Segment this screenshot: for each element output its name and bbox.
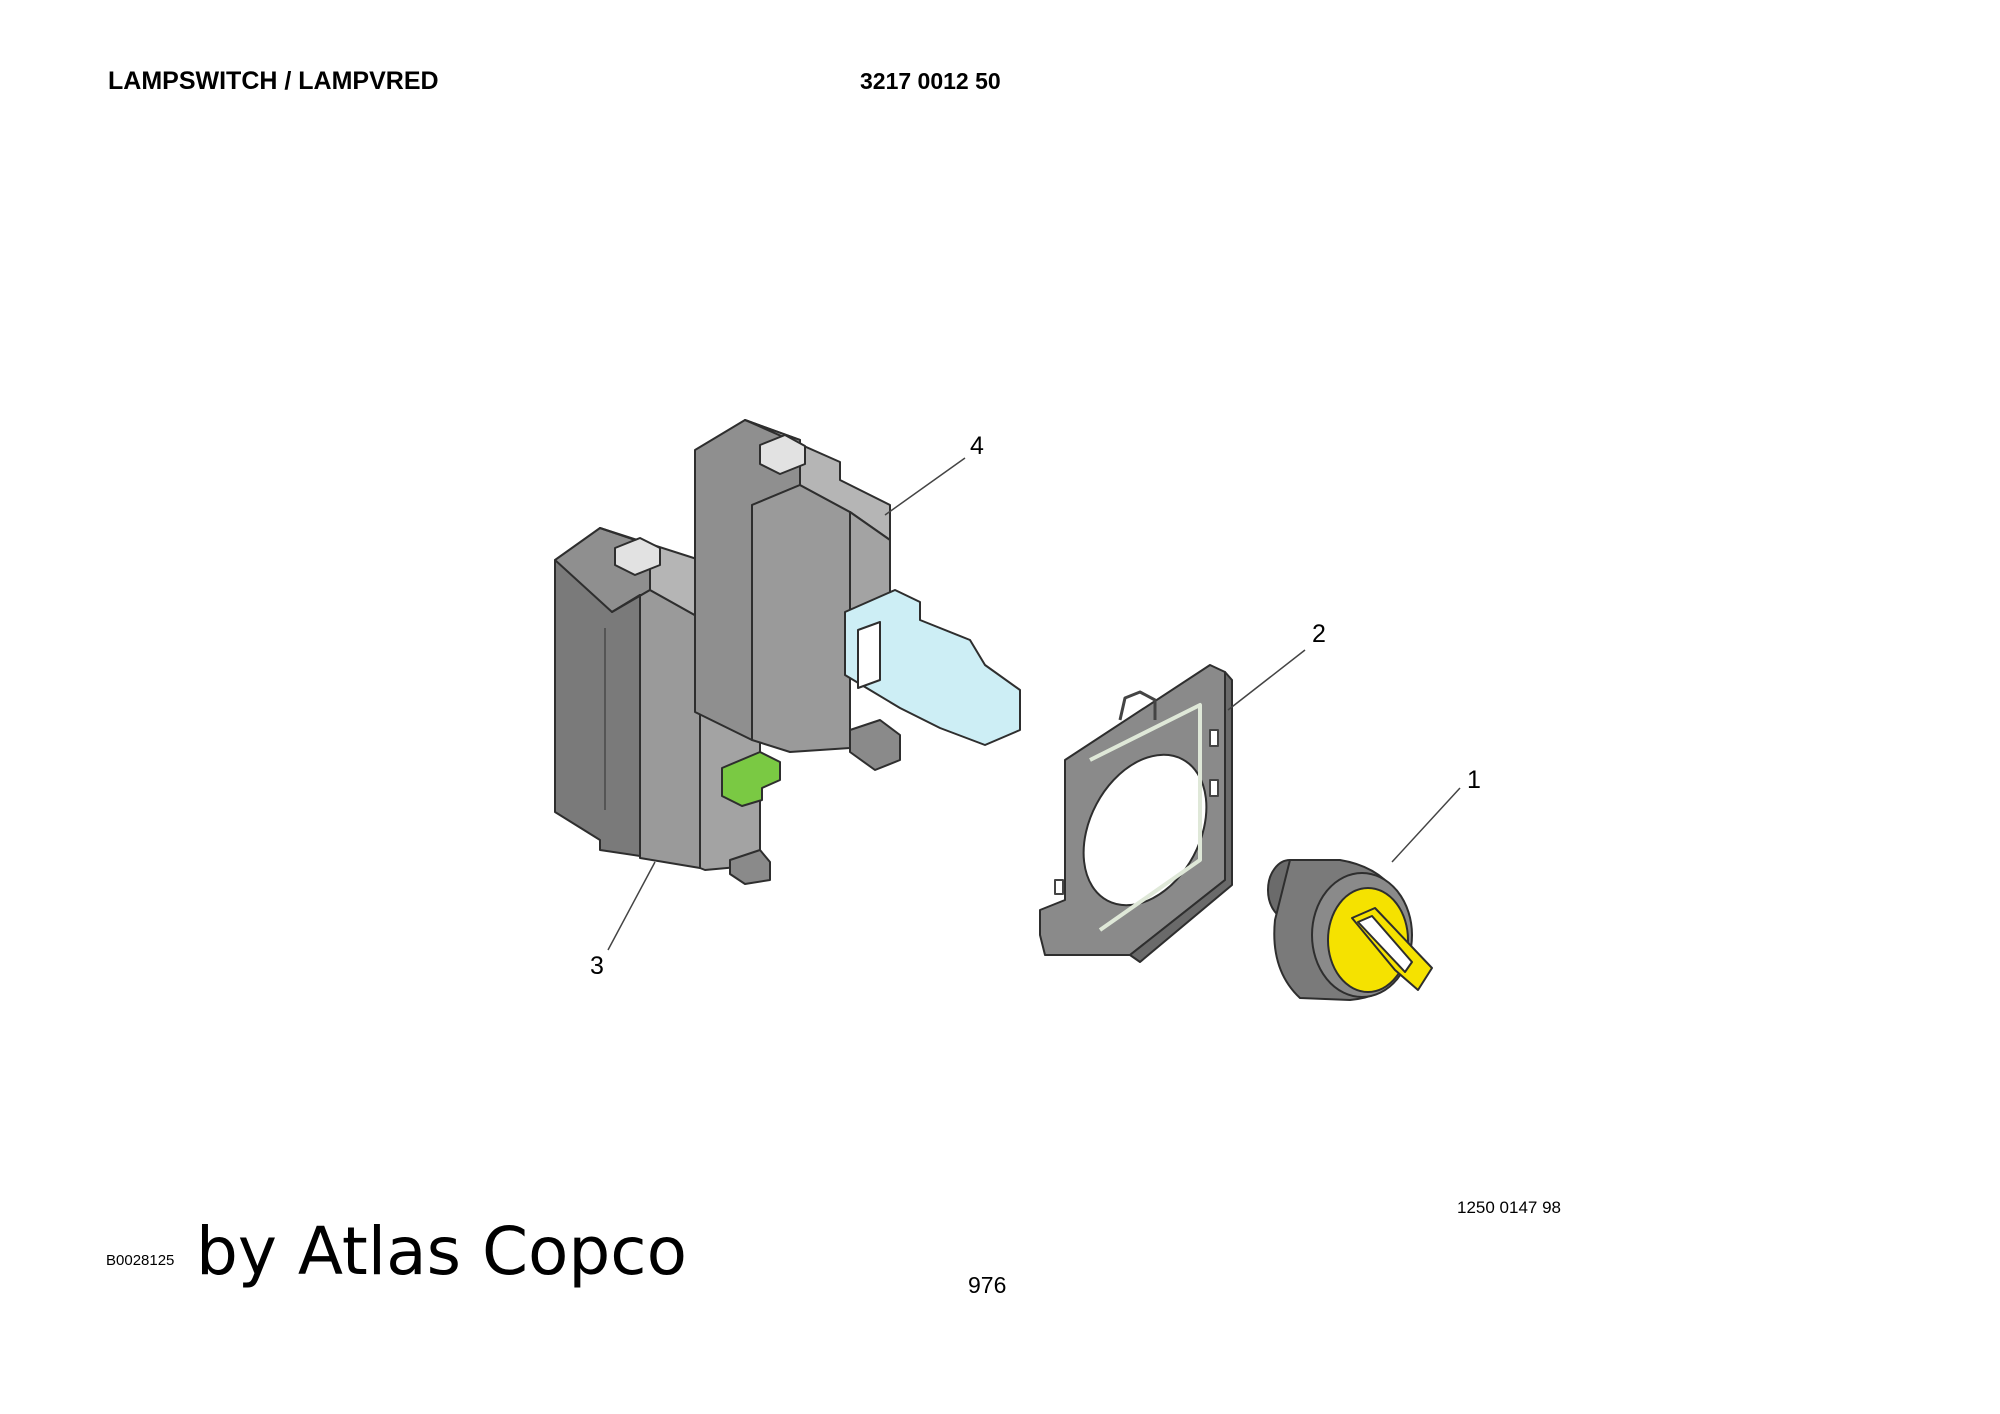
- leader-lines: [607, 457, 1461, 951]
- page-number: 976: [968, 1272, 1007, 1298]
- callout-1: 1: [1467, 766, 1481, 794]
- callout-4: 4: [970, 432, 984, 460]
- reference-number: 1250 0147 98: [1457, 1198, 1561, 1217]
- lamp-block-part-4: [694, 419, 1021, 771]
- callout-3: 3: [590, 952, 604, 980]
- part-number: 3217 0012 50: [860, 68, 1001, 94]
- mounting-collar-part-2: [1039, 664, 1233, 963]
- document-id: B0028125: [106, 1252, 175, 1269]
- callout-2: 2: [1312, 620, 1326, 648]
- page-title: LAMPSWITCH / LAMPVRED: [108, 67, 439, 95]
- selector-switch-part-1: [1267, 859, 1433, 1001]
- brand-watermark: by Atlas Copco: [196, 1213, 687, 1290]
